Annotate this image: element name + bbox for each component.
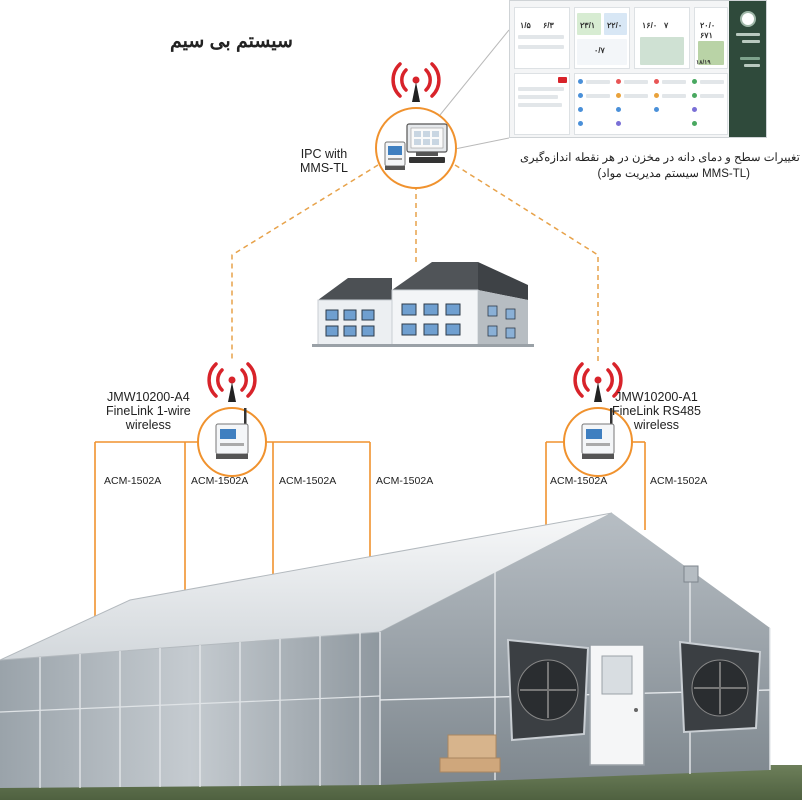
- antenna-signal-icon: [207, 362, 257, 402]
- dashboard-value: ۲۳/۱: [580, 21, 596, 30]
- ipc-label-line1: IPC with: [300, 147, 348, 161]
- ipc-node: [375, 107, 457, 189]
- sensor-label: ACM-1502A: [104, 475, 162, 487]
- dashboard-value: ۱۸/۱۹: [696, 60, 711, 66]
- node-left-mode: wireless: [125, 418, 171, 432]
- dashboard-value: ۲۲/۰: [607, 21, 623, 30]
- sensor-label: ACM-1502A: [550, 475, 608, 487]
- ipc-label-line2: MMS-TL: [300, 161, 348, 175]
- page-title: سیستم بی سیم: [170, 31, 293, 52]
- dashboard-value: ۶/۳: [543, 21, 554, 30]
- link-ipc-left: [231, 164, 379, 362]
- dashboard-value: ۶۷۱: [700, 31, 713, 40]
- sensor-wiring-left: [94, 441, 371, 625]
- greenhouse-icon: [0, 512, 802, 800]
- dashboard-value: ۷: [664, 21, 669, 30]
- dashboard-value: ۱/۵: [520, 21, 531, 30]
- wireless-node-icon: [581, 408, 615, 459]
- caption-line2: (MMS-TL سیستم مدیریت مواد): [597, 168, 751, 180]
- node-left-model: JMW10200-A4: [107, 390, 190, 404]
- dashboard-value: ۱۶/۰: [642, 21, 658, 30]
- ipc-label: IPC with MMS-TL: [300, 147, 348, 175]
- ipc-computer-icon: [384, 123, 448, 170]
- sensor-label: ACM-1502A: [191, 475, 249, 487]
- node-right-label: JMW10200-A1 FineLink RS485 wireless: [612, 390, 701, 432]
- logo-icon: [740, 11, 756, 27]
- wireless-node-left: [197, 407, 267, 477]
- dashboard-caption: پایش تغییرات سطح و دمای دانه در مخزن در …: [520, 150, 802, 182]
- antenna-signal-icon: [391, 62, 441, 102]
- exhaust-fan-icon: [678, 640, 762, 734]
- link-ipc-right: [454, 164, 599, 362]
- dashboard-callout: [439, 29, 510, 151]
- antenna-signal-icon: [573, 362, 623, 402]
- dashboard-value: ۲۰/۰: [700, 21, 716, 30]
- exhaust-fan-icon: [506, 638, 590, 742]
- sensor-label: ACM-1502A: [650, 475, 708, 487]
- node-right-model: JMW10200-A1: [615, 390, 698, 404]
- node-left-type: FineLink 1-wire: [106, 404, 191, 418]
- node-right-mode: wireless: [633, 418, 680, 432]
- sensor-label: ACM-1502A: [279, 475, 337, 487]
- node-right-type: FineLink RS485: [612, 404, 701, 418]
- dashboard-value: ۰/۷: [594, 46, 605, 55]
- dashboard-screenshot: ۱/۵ ۶/۳ ۲۳/۱ ۲۲/۰ ۰/۷ ۱۶/۰ ۷ ۲۰/۰ ۶۷۱ ۱۸…: [509, 0, 767, 138]
- caption-line1: پایش تغییرات سطح و دمای دانه در مخزن در …: [520, 152, 802, 164]
- sensor-label: ACM-1502A: [376, 475, 434, 487]
- wireless-links: [231, 164, 599, 362]
- wireless-node-right: [563, 407, 633, 477]
- node-left-label: JMW10200-A4 FineLink 1-wire wireless: [106, 390, 191, 432]
- wireless-node-icon: [215, 408, 249, 459]
- warehouse-icon: [312, 262, 534, 347]
